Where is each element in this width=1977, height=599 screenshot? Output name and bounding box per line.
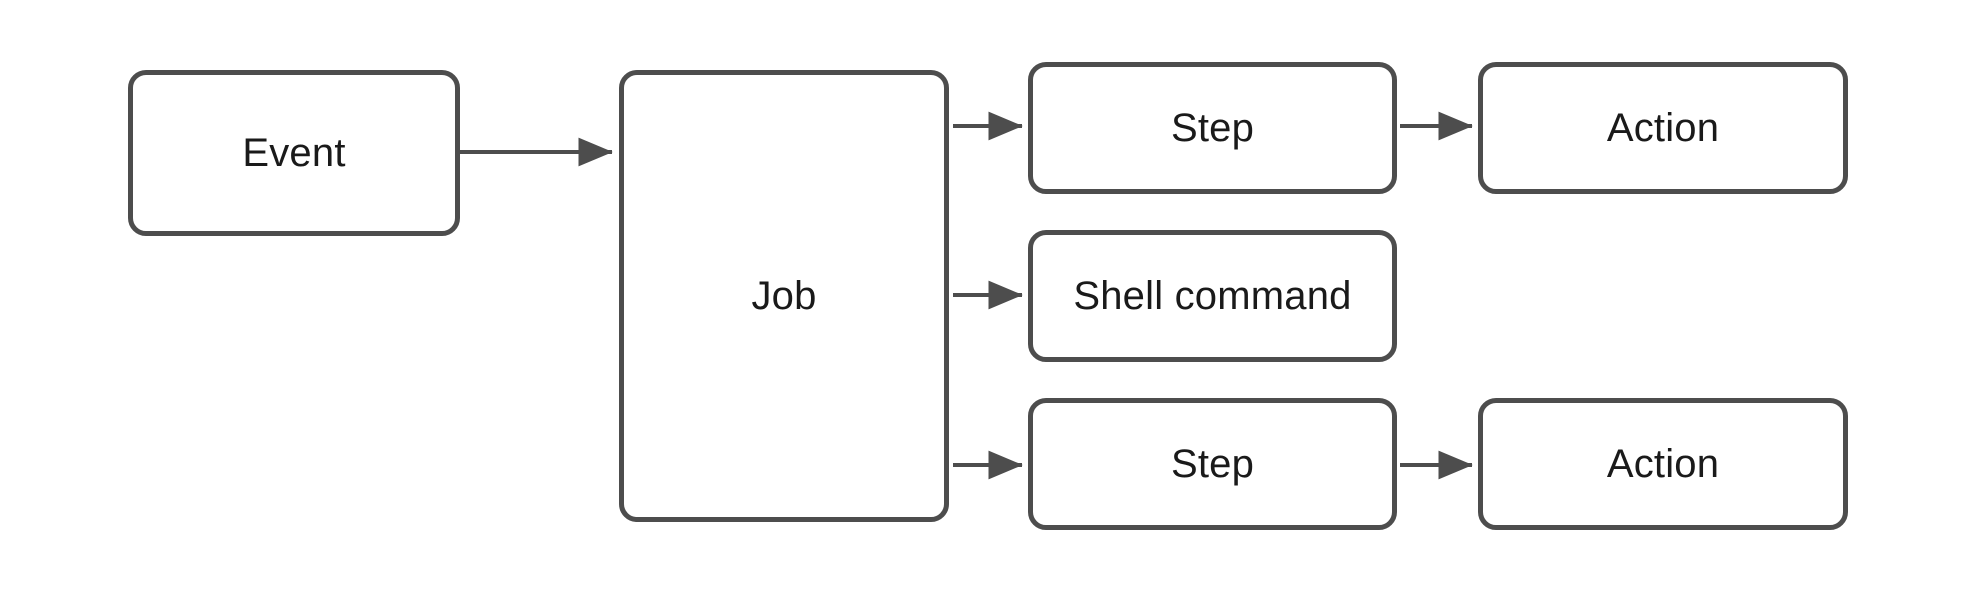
node-action-top[interactable]: Action xyxy=(1478,62,1848,194)
node-event-label: Event xyxy=(242,131,346,175)
node-job[interactable]: Job xyxy=(619,70,949,522)
node-step-top-label: Step xyxy=(1170,106,1255,150)
node-step-top[interactable]: Step xyxy=(1028,62,1397,194)
node-action-bottom-label: Action xyxy=(1606,442,1720,486)
node-action-top-label: Action xyxy=(1606,106,1720,150)
node-shell-command-label: Shell command xyxy=(1073,274,1352,318)
node-step-bottom[interactable]: Step xyxy=(1028,398,1397,530)
node-step-bottom-label: Step xyxy=(1170,442,1255,486)
node-action-bottom[interactable]: Action xyxy=(1478,398,1848,530)
node-event[interactable]: Event xyxy=(128,70,460,236)
node-shell-command[interactable]: Shell command xyxy=(1028,230,1397,362)
node-job-label: Job xyxy=(751,274,817,318)
